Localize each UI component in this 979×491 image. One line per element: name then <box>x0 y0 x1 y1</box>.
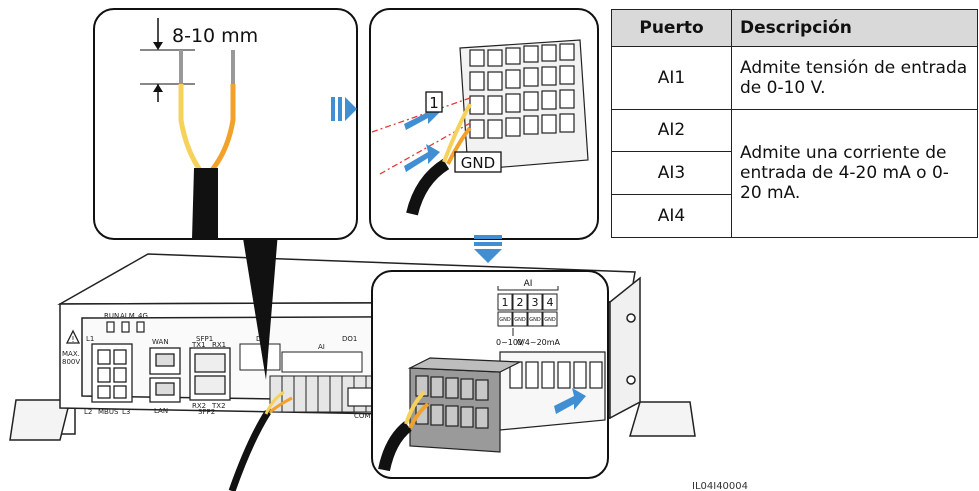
label-rx2: RX2 <box>192 402 206 410</box>
port-cell: AI3 <box>611 151 732 196</box>
table-row: AI1 Admite tensión de entrada de 0-10 V. <box>611 46 978 110</box>
port-cell: AI4 <box>611 194 732 238</box>
panel-terminal-insert: 1 GND <box>369 8 599 240</box>
label-l2: L2 <box>84 408 92 416</box>
label-ai: AI <box>318 343 325 351</box>
label-max: MAX. <box>62 350 80 358</box>
label-com: COM <box>354 412 370 420</box>
label-mbus: MBUS <box>98 408 119 416</box>
zoom-ai-label: AI <box>524 279 533 289</box>
table-row: AI3 <box>611 151 978 196</box>
zoom-range-voltage: 0~10V <box>496 338 524 347</box>
label-4g: 4G <box>138 312 148 320</box>
label-alm: ALM <box>120 312 135 320</box>
panel-ai-zoom: AI 1 2 3 4 GND GND GND GND 0~10V 0/4~20m… <box>371 270 609 479</box>
zoom-port-3: 3 <box>532 296 539 309</box>
label-lan: LAN <box>154 407 168 415</box>
table-row: AI2 Admite una corriente de entrada de 4… <box>611 108 978 238</box>
description-cell: Admite tensión de entrada de 0-10 V. <box>731 46 978 110</box>
label-sfp1: SFP1 <box>196 335 213 343</box>
zoom-gnd-2: GND <box>514 317 526 323</box>
power-connector <box>91 343 133 403</box>
zoom-gnd-4: GND <box>544 317 556 323</box>
led-indicators <box>106 321 145 333</box>
label-do1: DO1 <box>342 335 357 343</box>
label-volt: 800V <box>62 358 80 366</box>
zoom-range-current: 0/4~20mA <box>517 338 561 347</box>
port-cell: AI1 <box>611 46 732 110</box>
table-row: AI4 <box>611 194 978 238</box>
port-cell: AI2 <box>611 108 732 153</box>
label-sfp2: SFP2 <box>198 408 215 416</box>
ethernet-ports <box>149 347 181 403</box>
header-description: Descripción <box>731 9 978 47</box>
arrow-down-icon <box>474 235 502 263</box>
label-l1: L1 <box>86 335 94 343</box>
panel-wire-strip: 8-10 mm <box>93 8 358 240</box>
sfp-ports <box>189 347 231 401</box>
figure-id: IL04I40004 <box>692 481 748 491</box>
header-port: Puerto <box>611 9 732 47</box>
warning-triangle-icon: ! <box>65 329 81 344</box>
callout-number-label: 1 <box>429 94 439 112</box>
description-cell: Admite una corriente de entrada de 4-20 … <box>731 108 978 238</box>
device-text-labels: RUN ALM 4G WAN LAN SFP1 TX1 RX1 RX2 TX2 … <box>62 312 370 420</box>
label-wan: WAN <box>152 338 169 346</box>
label-run: RUN <box>104 312 119 320</box>
callout-pointer <box>242 232 278 380</box>
zoom-port-4: 4 <box>547 296 554 309</box>
label-rx1: RX1 <box>212 341 226 349</box>
gnd-label: GND <box>461 154 495 172</box>
zoom-gnd-3: GND <box>529 317 541 323</box>
port-description-table: Puerto Descripción AI1 Admite tensión de… <box>611 9 978 238</box>
arrow-right-icon <box>331 97 357 121</box>
zoom-port-2: 2 <box>517 296 524 309</box>
strip-length-label: 8-10 mm <box>172 25 258 47</box>
svg-text:!: ! <box>71 335 74 344</box>
table-header-row: Puerto Descripción <box>611 9 978 47</box>
label-l3: L3 <box>122 408 130 416</box>
zoom-port-1: 1 <box>502 296 509 309</box>
label-tx2: TX2 <box>211 402 226 410</box>
zoom-gnd-1: GND <box>499 317 511 323</box>
device-cable <box>228 390 293 491</box>
label-tx1: TX1 <box>191 341 206 349</box>
